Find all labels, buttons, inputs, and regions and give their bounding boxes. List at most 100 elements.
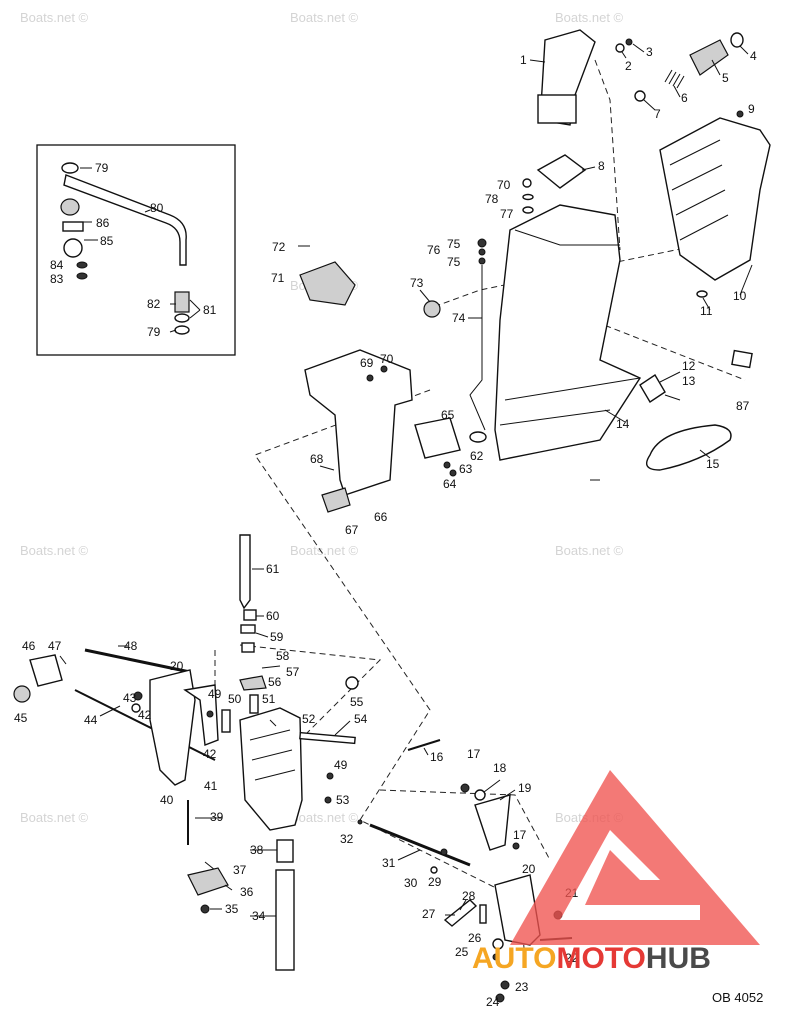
screw-head	[625, 38, 633, 46]
leader-line	[739, 45, 749, 55]
screw	[206, 710, 214, 718]
callout-label: 4	[750, 49, 757, 63]
screw	[460, 783, 470, 793]
callout-label: 60	[266, 609, 280, 623]
callout-label: 9	[748, 102, 755, 116]
bolt	[407, 739, 441, 751]
swivel-ribs	[249, 729, 296, 781]
callout-label: 69	[360, 356, 374, 370]
upper-parts	[298, 29, 771, 513]
callout-label: 64	[443, 477, 457, 491]
leader-line	[659, 371, 681, 383]
leader-line	[483, 779, 501, 793]
nut	[61, 162, 79, 174]
connector	[469, 431, 487, 443]
leader-line	[739, 264, 753, 296]
spring	[664, 69, 685, 89]
bushing	[240, 624, 256, 634]
watermark-text: Boats.net ©	[555, 543, 624, 558]
leader-line	[621, 51, 627, 59]
callout-label: 42	[138, 708, 152, 722]
callout-label: 10	[733, 289, 747, 303]
spring	[261, 665, 281, 669]
callout-label: 16	[430, 750, 444, 764]
callout-label: 50	[228, 692, 242, 706]
brand-hub: HUB	[646, 942, 711, 975]
swivel-bracket	[239, 707, 303, 831]
shift-rod	[469, 265, 486, 431]
callout-label: 12	[682, 359, 696, 373]
callout-label: 28	[462, 889, 476, 903]
leader-line	[224, 884, 233, 891]
washer	[345, 676, 359, 690]
leader-line	[397, 849, 421, 861]
bracket	[299, 261, 356, 306]
screw	[324, 796, 332, 804]
callout-label: 47	[48, 639, 62, 653]
callout-label: 86	[96, 216, 110, 230]
plate-19	[474, 794, 511, 851]
leader-line	[581, 166, 596, 171]
leader-line	[334, 720, 351, 736]
callout-label: 36	[240, 885, 254, 899]
callout-label: 41	[204, 779, 218, 793]
lower-parts	[13, 534, 573, 1003]
brand-wordmark: AUTOMOTOHUB	[472, 942, 711, 975]
washer	[474, 789, 486, 801]
pin	[357, 819, 363, 825]
watermark-text: Boats.net ©	[290, 543, 359, 558]
callout-label: 26	[468, 931, 482, 945]
nut	[440, 848, 448, 856]
watermark-text: Boats.net ©	[555, 10, 624, 25]
callout-label: 49	[334, 758, 348, 772]
bellows-boot	[689, 39, 729, 76]
dash-line	[594, 59, 621, 251]
callout-label: 40	[160, 793, 174, 807]
callout-label: 84	[50, 258, 64, 272]
stud	[443, 899, 478, 927]
callout-label: 71	[271, 271, 285, 285]
callout-label: 66	[374, 510, 388, 524]
callout-label: 1	[520, 53, 527, 67]
callout-label: 87	[736, 399, 750, 413]
callout-label: 73	[410, 276, 424, 290]
cover-ribs	[669, 139, 729, 241]
retainer	[62, 221, 84, 232]
callout-label: 29	[428, 875, 442, 889]
tube	[275, 869, 295, 971]
leader-line	[189, 299, 201, 311]
housing-detail	[499, 229, 641, 426]
washer	[131, 703, 141, 713]
callout-label: 57	[286, 665, 300, 679]
callout-label: 31	[382, 856, 396, 870]
threaded-rod	[369, 823, 471, 867]
callout-label: 13	[682, 374, 696, 388]
callout-label: 79	[147, 325, 161, 339]
grommet	[478, 248, 486, 256]
leader-line	[169, 329, 177, 333]
logo-triangle-icon	[510, 770, 760, 945]
pin	[696, 290, 708, 298]
bushing	[174, 291, 190, 313]
leader-lines	[99, 43, 753, 917]
tilt-lever	[187, 867, 229, 896]
callout-label: 83	[50, 272, 64, 286]
callout-label: 81	[203, 303, 217, 317]
callout-label: 61	[266, 562, 280, 576]
friction-block	[29, 654, 63, 687]
callout-label: 19	[518, 781, 532, 795]
exhaust-housing	[494, 204, 642, 461]
leader-line	[459, 899, 467, 911]
exhaust-cover	[659, 117, 771, 281]
leader-line	[632, 43, 645, 53]
dash-line	[539, 299, 746, 381]
bushing	[243, 609, 257, 621]
callout-label: 75	[447, 255, 461, 269]
watermark-text: Boats.net ©	[20, 10, 89, 25]
callout-labels: 1 2 3 4 5 6 7 8 9 10 11 12 13 14 15 16 1…	[14, 45, 757, 1009]
callout-label: 70	[497, 178, 511, 192]
leader-line	[604, 409, 626, 423]
bushing	[276, 839, 294, 863]
brand-moto: MOTO	[556, 942, 645, 975]
